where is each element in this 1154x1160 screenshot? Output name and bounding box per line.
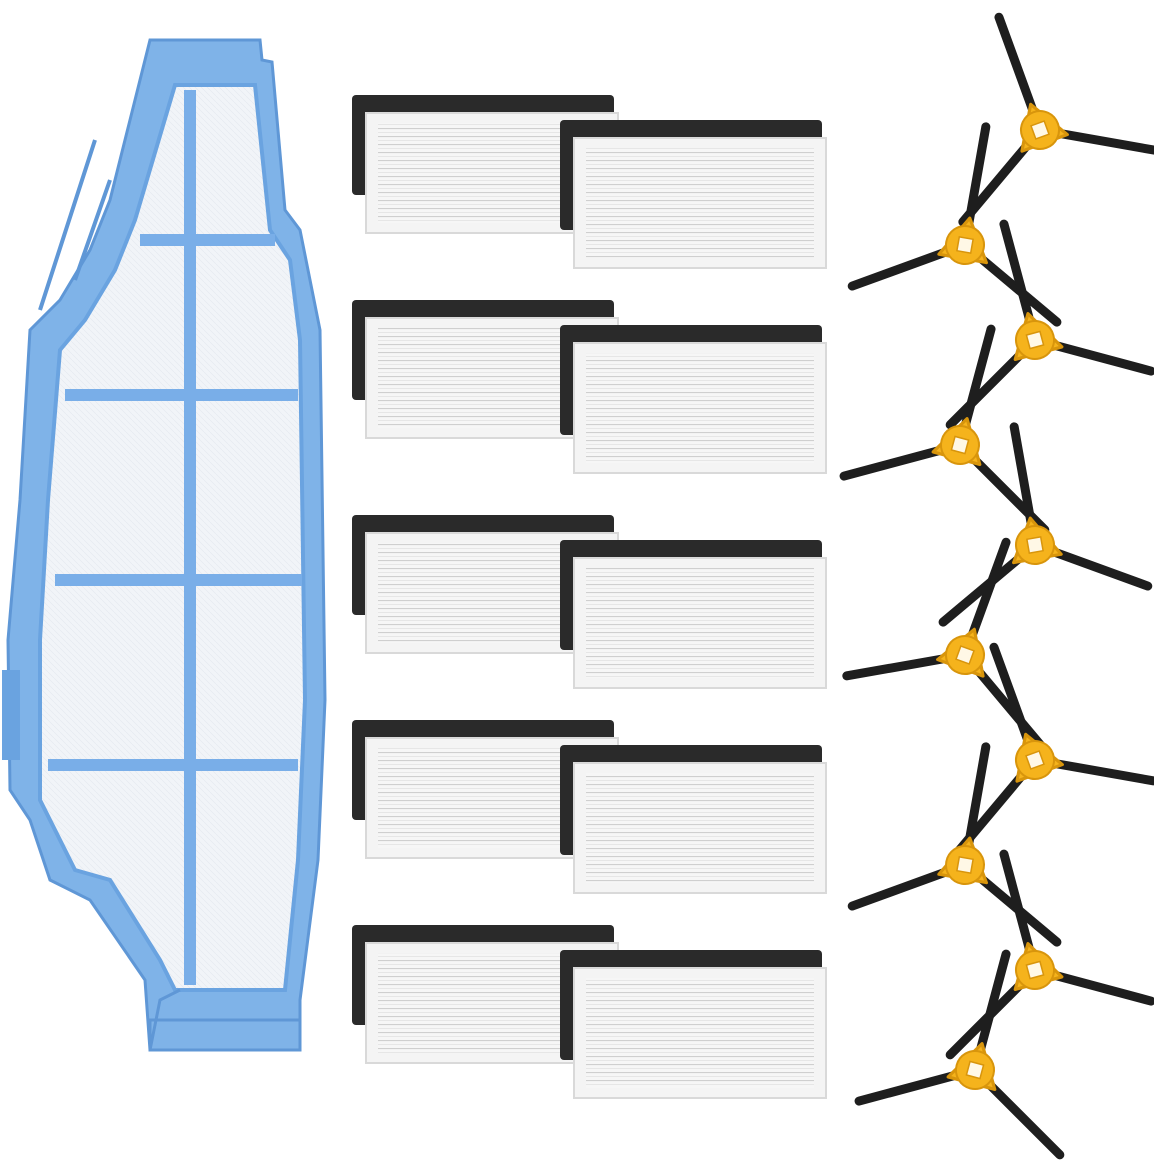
primary-filter-ribs (48, 90, 302, 985)
side-brush-icon (847, 122, 1062, 327)
hepa-filter-icon (560, 325, 827, 474)
side-brush-icon (953, 642, 1154, 857)
hepa-filter-group (352, 95, 827, 1099)
hepa-filter-icon (560, 120, 827, 269)
side-brush-icon (854, 949, 1065, 1160)
side-brush-icon (847, 742, 1062, 947)
side-brush-icon (945, 219, 1154, 430)
hepa-filter-icon (560, 745, 827, 894)
hepa-filter-icon (560, 950, 827, 1099)
hepa-filter-icon (560, 540, 827, 689)
side-brush-group (839, 12, 1154, 1160)
hepa-filter-icon (352, 720, 619, 859)
primary-filter-icon (2, 38, 327, 1052)
hepa-filter-icon (352, 515, 619, 654)
side-brush-icon (958, 12, 1154, 227)
